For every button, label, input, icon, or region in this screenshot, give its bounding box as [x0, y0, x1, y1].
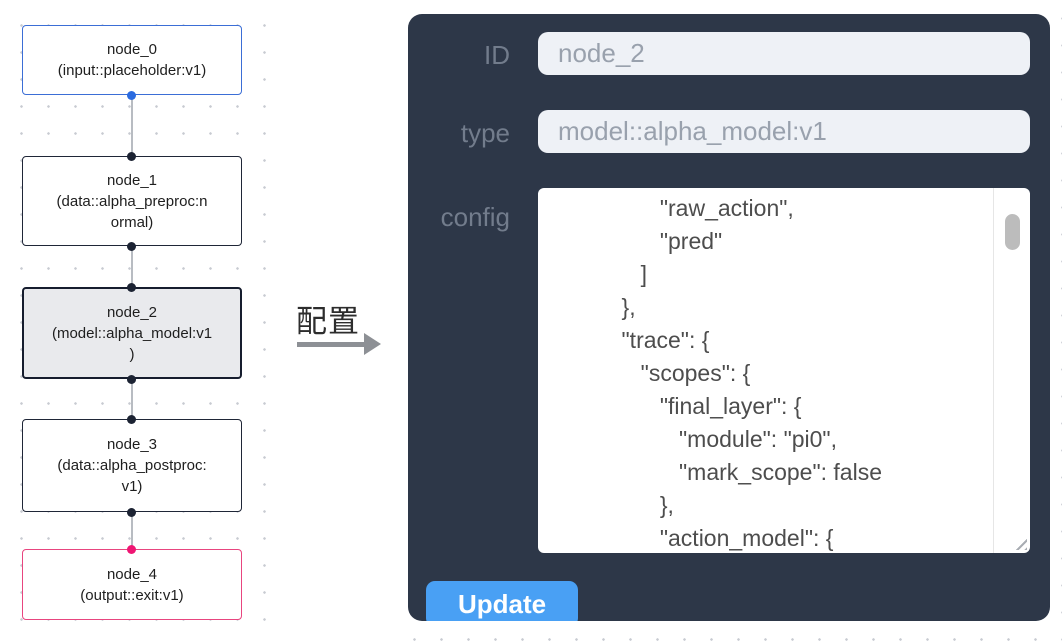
- right-arrow-head-icon: [364, 333, 381, 355]
- scrollbar-track: [993, 188, 994, 553]
- flow-node-node_4[interactable]: node_4 (output::exit:v1): [22, 549, 242, 620]
- scrollbar-thumb[interactable]: [1005, 214, 1020, 250]
- configure-annotation: 配置: [296, 304, 360, 339]
- port-node2-target[interactable]: [127, 283, 136, 292]
- port-node2-source[interactable]: [127, 375, 136, 384]
- port-node0-source[interactable]: [127, 91, 136, 100]
- config-field-label: config: [440, 202, 510, 232]
- port-node4-target[interactable]: [127, 545, 136, 554]
- update-button[interactable]: Update: [426, 581, 578, 621]
- config-json-text: "raw_action", "pred" ] }, "trace": { "sc…: [621, 195, 883, 551]
- flow-node-node_2[interactable]: node_2 (model::alpha_model:v1 ): [22, 287, 242, 379]
- edge-node1-node2: [131, 246, 133, 288]
- flow-canvas[interactable]: node_0 (input::placeholder:v1) node_1 (d…: [0, 0, 282, 643]
- flow-node-node_3[interactable]: node_3 (data::alpha_postproc: v1): [22, 419, 242, 512]
- port-node3-source[interactable]: [127, 508, 136, 517]
- edge-node0-node1: [131, 95, 133, 156]
- type-input[interactable]: [538, 110, 1030, 153]
- right-arrow-icon: [297, 342, 365, 347]
- id-input[interactable]: [538, 32, 1030, 75]
- port-node3-target[interactable]: [127, 415, 136, 424]
- id-field-label: ID: [484, 40, 510, 70]
- node-config-panel: ID type config "raw_action", "pred" ] },…: [408, 14, 1050, 621]
- edge-node2-node3: [131, 379, 133, 420]
- port-node1-source[interactable]: [127, 242, 136, 251]
- flow-node-node_1[interactable]: node_1 (data::alpha_preproc:n ormal): [22, 156, 242, 246]
- port-node1-target[interactable]: [127, 152, 136, 161]
- type-field-label: type: [460, 118, 510, 148]
- edge-node3-node4: [131, 512, 133, 550]
- flow-node-node_0[interactable]: node_0 (input::placeholder:v1): [22, 25, 242, 95]
- config-textarea[interactable]: "raw_action", "pred" ] }, "trace": { "sc…: [538, 188, 1030, 553]
